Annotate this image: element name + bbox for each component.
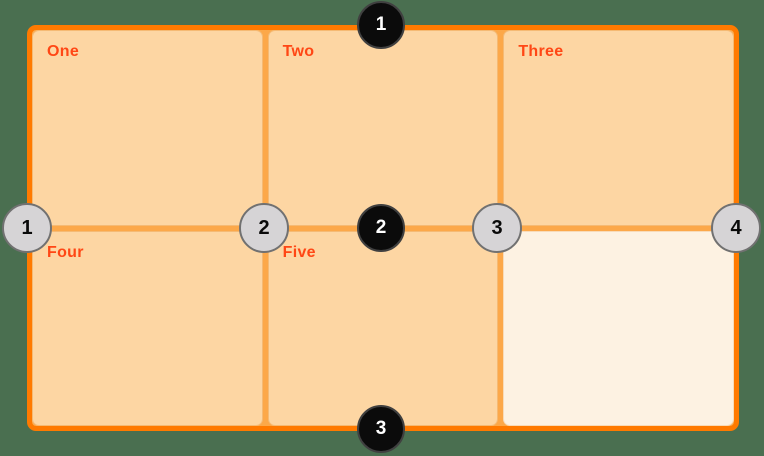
column-line-marker-3: 3 (472, 203, 522, 253)
cell-label-two: Two (282, 43, 315, 60)
cell-label-one: One (47, 43, 80, 60)
row-line-marker-2: 2 (357, 204, 405, 252)
cell-label-five: Five (282, 243, 316, 261)
grid-cell-empty (503, 230, 734, 426)
grid-cell-two: Two (267, 30, 499, 226)
cell-label-three: Three (518, 43, 564, 60)
grid-cell-three: Three (503, 30, 734, 226)
row-line-number-2: 2 (375, 217, 387, 238)
column-line-marker-4: 4 (711, 203, 761, 253)
grid-cell-five: Five (267, 230, 499, 426)
column-line-marker-1: 1 (2, 203, 52, 253)
column-line-number-2: 2 (258, 216, 270, 239)
column-line-number-1: 1 (21, 216, 33, 239)
row-line-number-1: 1 (375, 14, 387, 35)
column-line-number-4: 4 (730, 216, 742, 239)
grid-cell-four: Four (32, 230, 263, 426)
column-line-marker-2: 2 (239, 203, 289, 253)
column-line-number-3: 3 (491, 216, 503, 239)
grid: One Two Three Four Five (32, 30, 734, 426)
grid-cell-one: One (32, 30, 263, 226)
grid-container: One Two Three Four Five (27, 25, 739, 431)
cell-label-four: Four (47, 243, 84, 261)
row-line-marker-1: 1 (357, 1, 405, 49)
row-line-number-3: 3 (375, 418, 387, 439)
row-line-marker-3: 3 (357, 405, 405, 453)
